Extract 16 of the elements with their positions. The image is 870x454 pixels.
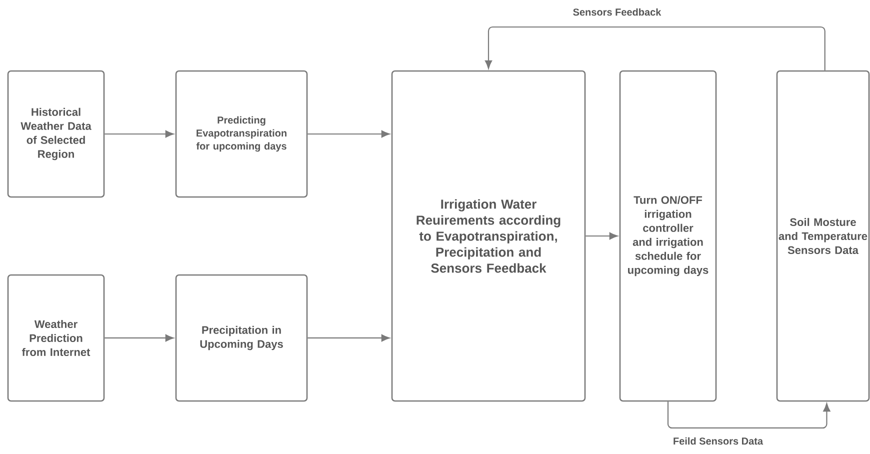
arrow bbox=[667, 402, 830, 429]
process-box: Predicting Evapotranspiration for upcoming days bbox=[175, 70, 308, 198]
process-box: Soil Mosture and Temperature Sensors Data bbox=[776, 70, 870, 402]
arrow bbox=[104, 334, 174, 342]
process-box: Precipitation in Upcoming Days bbox=[175, 274, 308, 402]
process-box: Irrigation Water Reuirements according to Evapotranspiration, Precipitation and Sensors Feedback bbox=[391, 70, 586, 402]
process-box: Weather Prediction from Internet bbox=[7, 274, 105, 402]
process-box: Historical Weather Data of Selected Region bbox=[7, 70, 105, 198]
arrow bbox=[484, 26, 826, 70]
edge-label: Sensors Feedback bbox=[572, 7, 662, 17]
arrow bbox=[308, 130, 390, 138]
process-box: Turn ON/OFF irrigation controller and irrigation schedule for upcoming days bbox=[619, 70, 717, 402]
arrow bbox=[308, 334, 390, 342]
arrow bbox=[586, 232, 618, 240]
arrow bbox=[104, 130, 174, 138]
edge-label: Feild Sensors Data bbox=[672, 436, 764, 446]
